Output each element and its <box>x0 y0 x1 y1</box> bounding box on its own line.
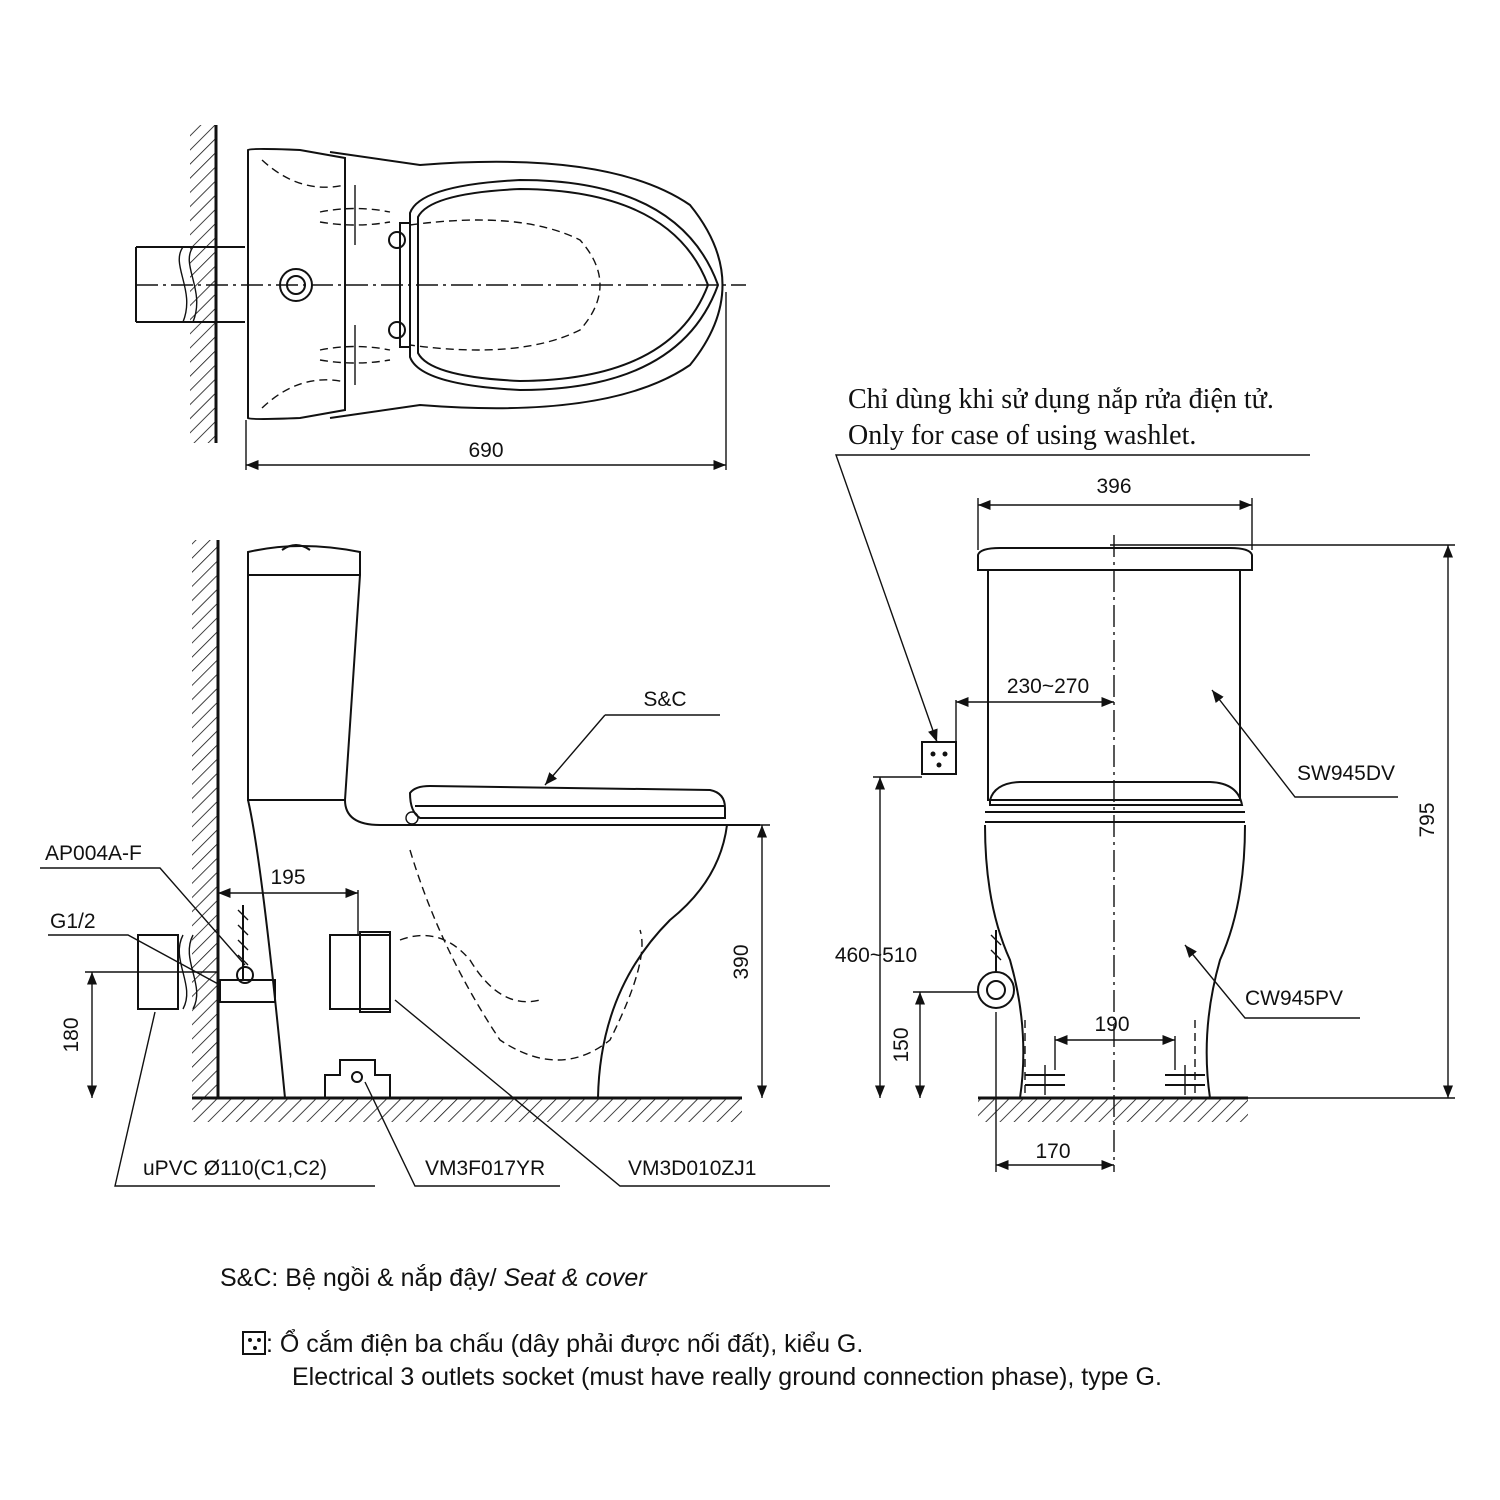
front-view: 396 230~270 795 460~510 150 190 170 SW94… <box>835 384 1455 1172</box>
side-floor-hatch <box>192 1098 742 1122</box>
legend-socket-en: Electrical 3 outlets socket (must have r… <box>292 1363 1162 1391</box>
socket-icon <box>242 1331 266 1355</box>
label-floor-fixing: VM3F017YR <box>425 1157 545 1180</box>
legend-seat-cover: S&C: Bệ ngồi & nắp đậy/ Seat & cover <box>220 1262 647 1295</box>
side-wall-hatch <box>192 540 218 1098</box>
label-stop-valve: AP004A-F <box>45 842 142 865</box>
legend-sc-text: S&C: Bệ ngồi & nắp đậy/ <box>220 1264 504 1292</box>
front-floor-hatch <box>978 1098 1248 1122</box>
label-tank: SW945DV <box>1297 762 1395 785</box>
dim-front-width: 396 <box>1096 475 1131 498</box>
label-thread: G1/2 <box>50 910 96 933</box>
dim-rough-in: 195 <box>270 866 305 889</box>
dim-top-length: 690 <box>468 439 503 462</box>
side-view: 195 390 180 S&C AP004A-F G1/2 uPVC Ø110(… <box>40 540 830 1187</box>
label-pipe: uPVC Ø110(C1,C2) <box>143 1157 327 1180</box>
dim-supply-height-side: 180 <box>60 1017 83 1052</box>
dim-bolt-spacing: 190 <box>1094 1013 1129 1036</box>
dim-socket-offset: 230~270 <box>1007 675 1089 698</box>
dim-supply-offset: 170 <box>1035 1140 1070 1163</box>
label-bowl: CW945PV <box>1245 987 1343 1010</box>
legend-socket: : Ổ cắm điện ba chấu (dây phải được nối … <box>242 1328 1162 1394</box>
dim-socket-height: 460~510 <box>835 944 917 967</box>
dim-supply-height-front: 150 <box>890 1027 913 1062</box>
dim-total-height: 795 <box>1416 802 1439 837</box>
label-flange: VM3D010ZJ1 <box>628 1157 756 1180</box>
top-view: 690 <box>135 125 746 471</box>
label-seat: S&C <box>643 688 686 711</box>
washlet-note-en: Only for case of using washlet. <box>848 420 1196 451</box>
dim-seat-height: 390 <box>730 944 753 979</box>
legend-sc-italic: Seat & cover <box>503 1264 647 1292</box>
legend-socket-vi: : Ổ cắm điện ba chấu (dây phải được nối … <box>266 1330 864 1358</box>
washlet-note-vi: Chỉ dùng khi sử dụng nắp rửa điện tử. <box>848 384 1274 415</box>
